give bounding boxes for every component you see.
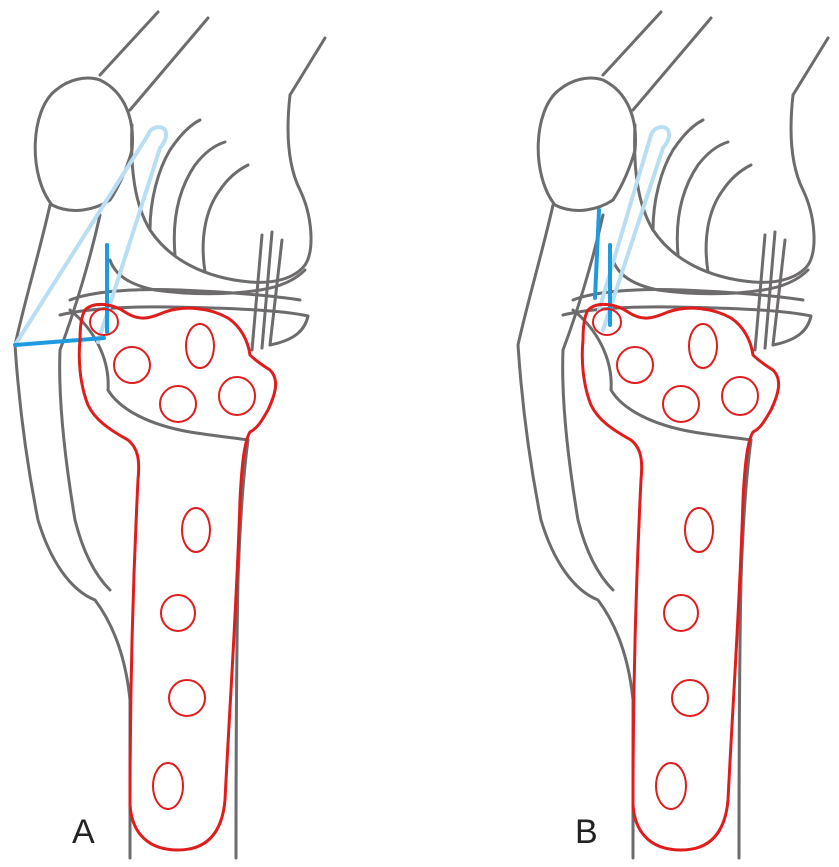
panel-label-b: B [575,813,598,851]
bone-outline-a [13,10,327,860]
panel-label-a: A [72,813,95,851]
screw-dark-vertical-b1 [593,208,601,300]
suture-loop-light-a [13,125,169,347]
panel-b: B [516,10,830,860]
suture-loop-light-b [597,125,672,332]
panel-a: A [13,10,327,860]
suture-dark-a [13,336,106,347]
bone-outline-b [516,10,830,860]
